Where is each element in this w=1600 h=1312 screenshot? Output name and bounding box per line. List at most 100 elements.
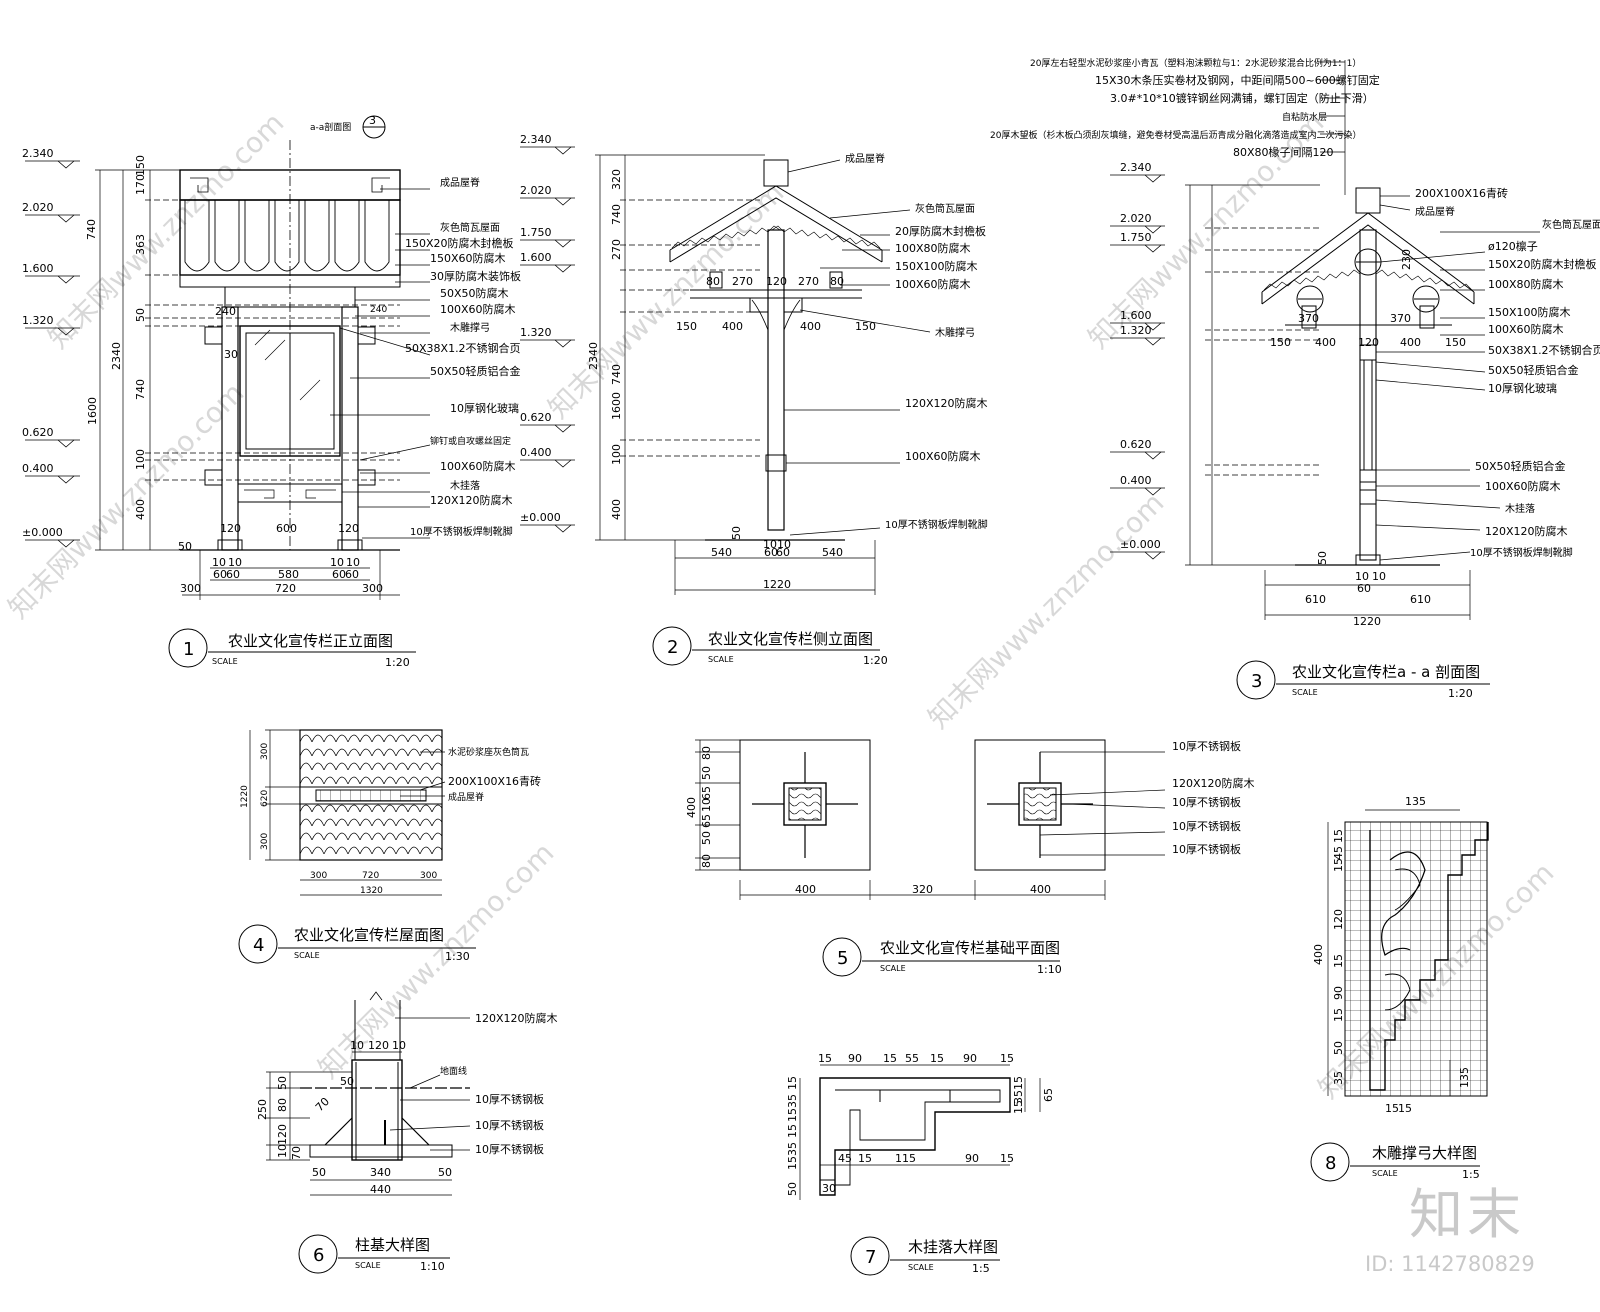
fig1-bot-60c: 60 <box>332 568 346 581</box>
fig4-note-1: 200X100X16青砖 <box>448 774 541 788</box>
fig2-level-2340: 2.340 <box>520 133 552 146</box>
fig1-note-2: 150X20防腐木封檐板 <box>405 236 514 250</box>
fig3-level-0000: ±0.000 <box>1120 538 1161 551</box>
fig7-right-15a: 15 <box>1012 1076 1025 1090</box>
fig1-level-0000: ±0.000 <box>22 526 63 539</box>
fig6-left-70b: 70 <box>313 1095 332 1114</box>
fig3-bot-610b: 610 <box>1410 593 1431 606</box>
fig6-top-10a: 10 <box>350 1039 364 1052</box>
fig2-bot-540a: 540 <box>711 546 732 559</box>
fig2-dim-1600: 1600 <box>610 392 623 420</box>
fig3-note-8: 50X38X1.2不锈钢合页 <box>1488 343 1600 357</box>
fig3-top-note-5: 80X80椽子间隔120 <box>1233 146 1334 159</box>
fig1-note-8: 50X38X1.2不锈钢合页 <box>405 341 521 355</box>
caption-3-scale-label: SCALE <box>1292 688 1318 697</box>
fig7-bot-45: 45 <box>838 1152 852 1165</box>
fig6-bot-50b: 50 <box>438 1166 452 1179</box>
fig7-top-15a: 15 <box>818 1052 832 1065</box>
caption-6-title: 柱基大样图 <box>355 1236 430 1254</box>
fig3-note-5: 100X80防腐木 <box>1488 277 1564 291</box>
fig8-left-15b: 15 <box>1332 858 1345 872</box>
fig3-mid-120: 120 <box>1358 336 1379 349</box>
fig3-mid-370b: 370 <box>1390 312 1411 325</box>
fig7-left-35b: 35 <box>786 1142 799 1156</box>
fig1-front-elevation <box>25 115 431 600</box>
caption-1-title: 农业文化宣传栏正立面图 <box>228 632 393 650</box>
fig3-level-0620: 0.620 <box>1120 438 1152 451</box>
fig3-bot-10b: 10 <box>1372 570 1386 583</box>
captions <box>168 626 1490 1276</box>
fig8-bot-135: 135 <box>1458 1067 1471 1088</box>
fig5-bot-400a: 400 <box>795 883 816 896</box>
caption-5-scale: 1:10 <box>1037 963 1062 976</box>
caption-5-scale-label: SCALE <box>880 964 906 973</box>
fig2-mid-150b: 150 <box>855 320 876 333</box>
fig1-note-10: 10厚钢化玻璃 <box>450 401 519 415</box>
section-marker-label: a-a剖面图 <box>310 121 351 133</box>
caption-1-scale-label: SCALE <box>212 657 238 666</box>
fig2-texts: 2.340 2.020 1.750 1.600 1.320 0.620 0.40… <box>520 133 988 591</box>
fig1-note-12: 100X60防腐木 <box>440 459 516 473</box>
fig3-mid-150a: 150 <box>1270 336 1291 349</box>
fig7-bot-15b: 15 <box>1000 1152 1014 1165</box>
fig3-note-3: ø120檩子 <box>1488 239 1538 253</box>
fig2-mid-120: 120 <box>766 275 787 288</box>
fig2-note-3: 100X80防腐木 <box>895 241 971 255</box>
fig7-left-15d: 15 <box>786 1156 799 1170</box>
fig4-texts: 水泥砂浆座灰色筒瓦 200X100X16青砖 成品屋脊 300 620 300 … <box>240 743 541 896</box>
fig3-level-0400: 0.400 <box>1120 474 1152 487</box>
caption-4-scale-label: SCALE <box>294 951 320 960</box>
fig1-level-2340: 2.340 <box>22 147 54 160</box>
caption-3-num: 3 <box>1251 671 1262 692</box>
fig1-bot-10a: 10 <box>212 556 226 569</box>
fig1-dim-363: 363 <box>134 234 147 255</box>
fig7-top-90a: 90 <box>848 1052 862 1065</box>
fig6-left-50b: 50 <box>340 1075 354 1088</box>
fig7-bot-15a: 15 <box>858 1152 872 1165</box>
fig5-note-2: 10厚不锈钢板 <box>1172 795 1241 809</box>
fig1-dim-150: 150 <box>134 155 147 176</box>
fig3-note-10: 10厚钢化玻璃 <box>1488 381 1557 395</box>
fig8-bot-15a: 15 <box>1385 1102 1399 1115</box>
fig3-level-1750: 1.750 <box>1120 231 1152 244</box>
fig4-left-620: 620 <box>260 790 270 807</box>
fig2-level-1750: 1.750 <box>520 226 552 239</box>
fig3-bot-60: 60 <box>1357 582 1371 595</box>
fig1-extra-240a: 240 <box>215 305 236 318</box>
fig2-dim-100: 100 <box>610 444 623 465</box>
fig7-hanging-fret <box>799 1064 1041 1200</box>
fig7-bot-30: 30 <box>822 1182 836 1195</box>
fig4-bot-1320: 1320 <box>360 886 383 896</box>
fig5-left-65a: 65 <box>700 786 713 800</box>
caption-6-scale-label: SCALE <box>355 1261 381 1270</box>
fig8-left-15d: 15 <box>1332 1008 1345 1022</box>
fig2-mid-150a: 150 <box>676 320 697 333</box>
caption-8-title: 木雕撑弓大样图 <box>1372 1144 1477 1162</box>
fig4-note-2: 成品屋脊 <box>448 791 484 803</box>
fig5-texts: 10厚不锈钢板 120X120防腐木 10厚不锈钢板 10厚不锈钢板 10厚不锈… <box>685 739 1255 896</box>
caption-2-title: 农业文化宣传栏侧立面图 <box>708 630 873 648</box>
fig7-top-15d: 15 <box>1000 1052 1014 1065</box>
fig2-level-0000: ±0.000 <box>520 511 561 524</box>
fig8-bot-15b: 15 <box>1398 1102 1412 1115</box>
fig8-carved-bracket <box>1327 809 1489 1097</box>
fig1-bot-60a: 60 <box>213 568 227 581</box>
fig6-bot-50a: 50 <box>312 1166 326 1179</box>
fig1-level-1600: 1.600 <box>22 262 54 275</box>
fig1-note-11: 铆钉或自攻螺丝固定 <box>430 435 511 447</box>
fig3-note-13: 木挂落 <box>1505 502 1535 515</box>
fig3-top-note-3: 自粘防水层 <box>1282 111 1327 123</box>
fig3-top-note-1: 15X30木条压实卷材及钢网，中距间隔500~600螺钉固定 <box>1095 73 1380 87</box>
fig2-note-5: 100X60防腐木 <box>895 277 971 291</box>
caption-7-num: 7 <box>865 1247 876 1268</box>
fig5-note-4: 10厚不锈钢板 <box>1172 842 1241 856</box>
fig7-bot-90: 90 <box>965 1152 979 1165</box>
fig1-dim-100: 100 <box>134 449 147 470</box>
caption-2-scale: 1:20 <box>863 654 888 667</box>
fig3-top-note-0: 20厚左右轻型水泥砂浆座小青瓦（塑料泡沫颗粒与1：2水泥砂浆混合比例为1：1） <box>1030 57 1361 69</box>
fig1-bot-60b: 60 <box>226 568 240 581</box>
fig2-note-9: 10厚不锈钢板焊制靴脚 <box>885 518 988 531</box>
fig3-bot-10a: 10 <box>1355 570 1369 583</box>
fig1-level-0620: 0.620 <box>22 426 54 439</box>
